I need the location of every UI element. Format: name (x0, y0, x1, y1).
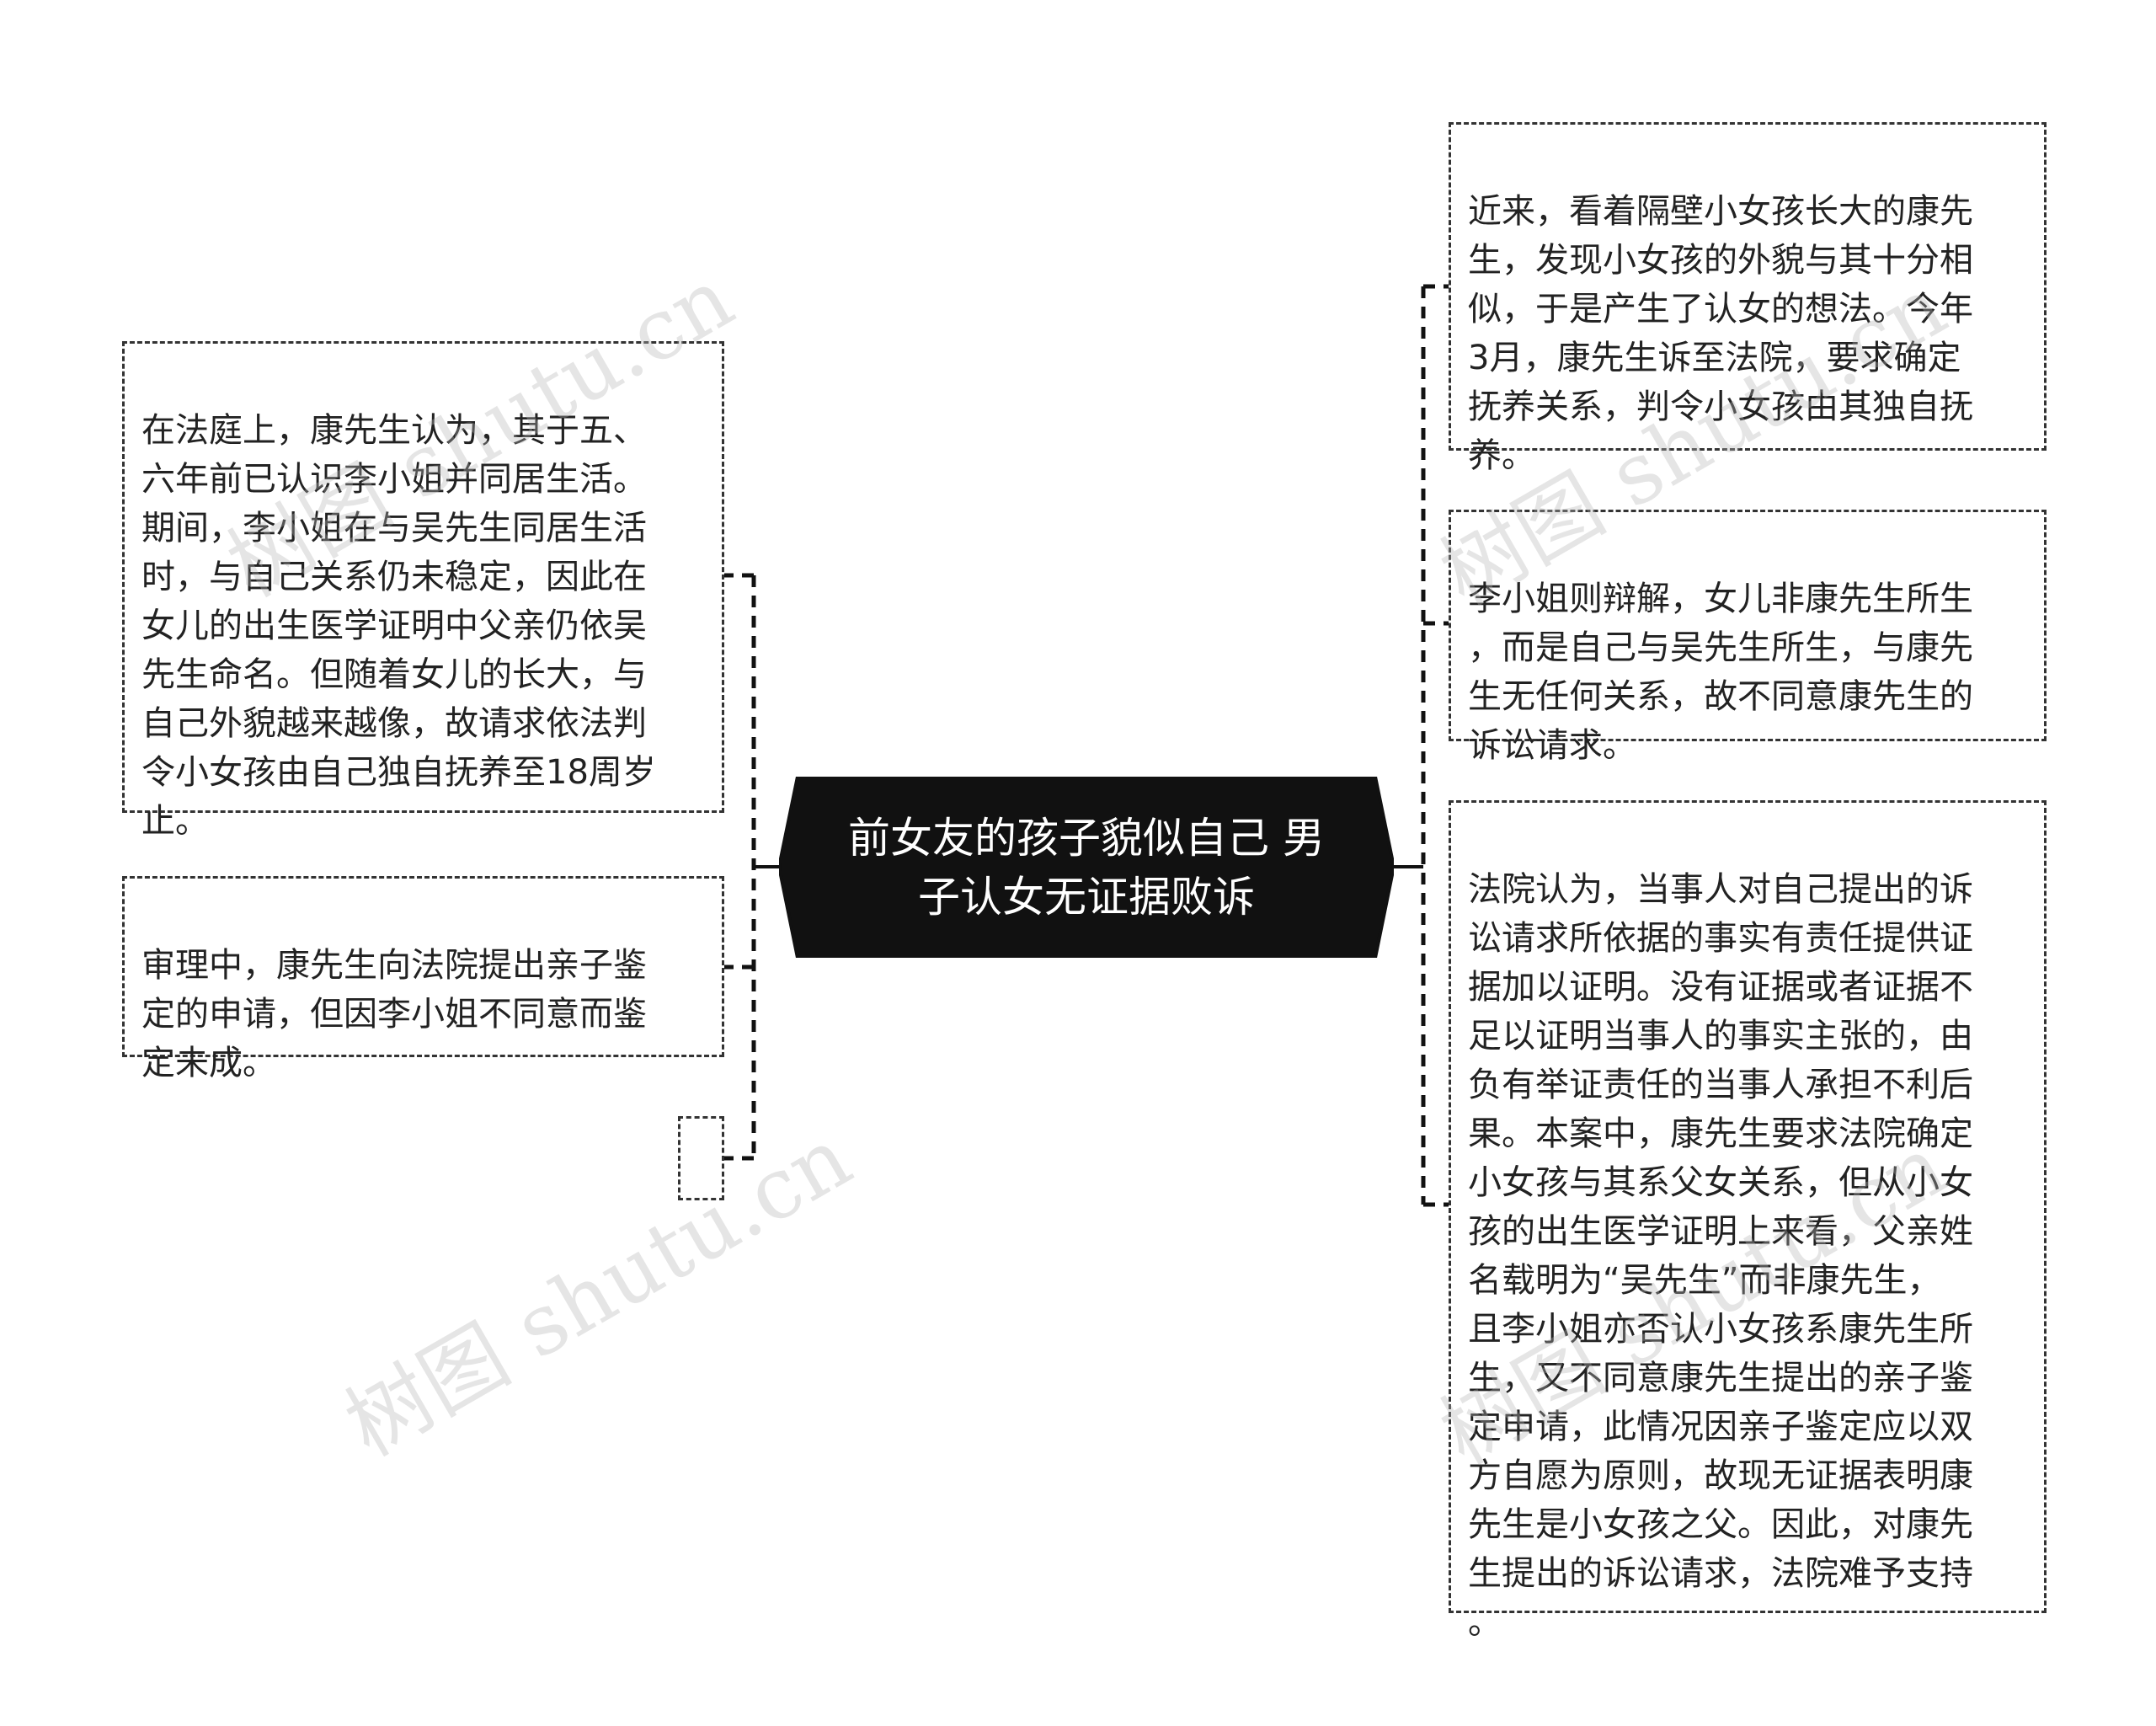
right-branch-node-1[interactable]: 近来，看着隔壁小女孩长大的康先 生，发现小女孩的外貌与其十分相 似，于是产生了认… (1449, 122, 2047, 475)
central-topic[interactable]: 前女友的孩子貌似自己 男 子认女无证据败诉 (779, 777, 1394, 958)
right-branch-node-3[interactable]: 法院认为，当事人对自己提出的诉 讼请求所依据的事实有责任提供证 据加以证明。没有… (1449, 800, 2047, 1642)
right-branch-text-3: 法院认为，当事人对自己提出的诉 讼请求所依据的事实有责任提供证 据加以证明。没有… (1468, 870, 1973, 1642)
left-branch-node-2[interactable]: 审理中，康先生向法院提出亲子鉴 定的申请，但因李小姐不同意而鉴 定未成。 (122, 876, 724, 1082)
left-branch-text-2: 审理中，康先生向法院提出亲子鉴 定的申请，但因李小姐不同意而鉴 定未成。 (141, 946, 647, 1082)
central-topic-shape (779, 777, 1394, 958)
right-branch-text-2: 李小姐则辩解，女儿非康先生所生 ，而是自己与吴先生所生，与康先 生无任何关系，故… (1468, 580, 1973, 765)
right-branch-text-1: 近来，看着隔壁小女孩长大的康先 生，发现小女孩的外貌与其十分相 似，于是产生了认… (1468, 192, 1973, 475)
left-branch-text-1: 在法庭上，康先生认为，其于五、 六年前已认识李小姐并同居生活。 期间，李小姐在与… (141, 411, 656, 841)
left-branch-node-empty[interactable] (678, 1116, 724, 1200)
left-branch-node-1[interactable]: 在法庭上，康先生认为，其于五、 六年前已认识李小姐并同居生活。 期间，李小姐在与… (122, 341, 724, 841)
central-topic-text: 前女友的孩子貌似自己 男 子认女无证据败诉 (848, 813, 1325, 922)
right-branch-node-2[interactable]: 李小姐则辩解，女儿非康先生所生 ，而是自己与吴先生所生，与康先 生无任何关系，故… (1449, 510, 2047, 765)
